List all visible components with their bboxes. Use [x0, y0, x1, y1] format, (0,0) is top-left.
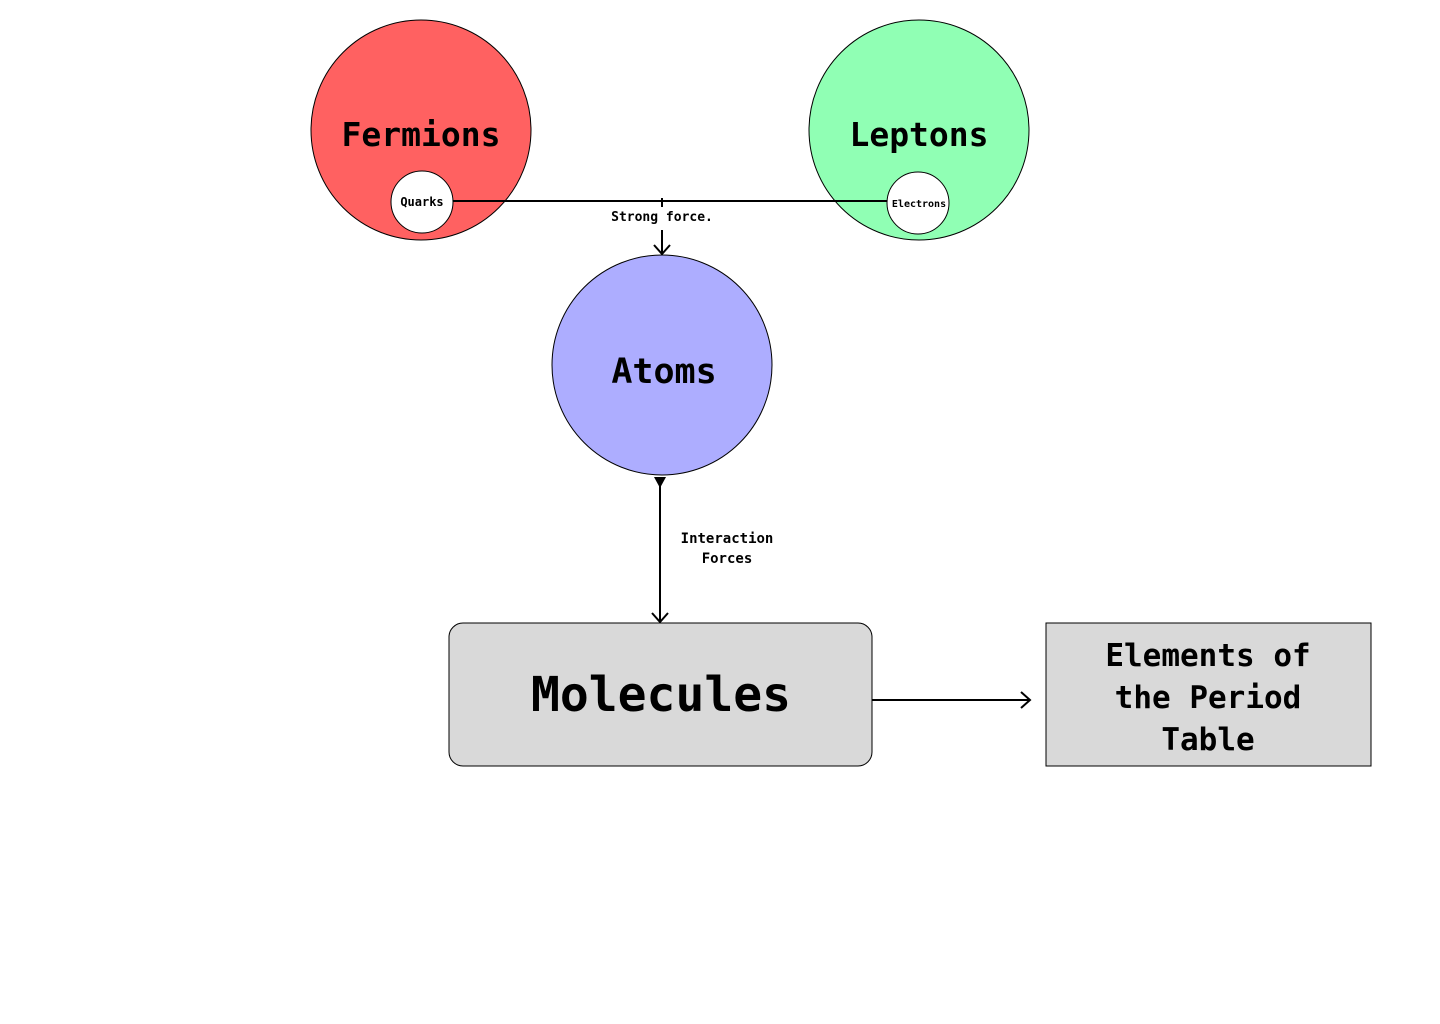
leptons-label: Leptons — [849, 115, 988, 154]
molecules-label: Molecules — [531, 667, 791, 723]
electrons-label: Electrons — [892, 199, 946, 210]
interaction-arrowhead — [651, 612, 669, 624]
interaction-label-line1: Interaction — [681, 531, 774, 547]
molecules-node — [448, 622, 873, 767]
elements-label-line3: Table — [1161, 722, 1254, 758]
electrons-node — [886, 171, 950, 235]
molecules-elements-arrowhead — [1020, 691, 1032, 709]
strong-force-arrowhead — [653, 244, 671, 256]
interaction-label-line2: Forces — [702, 551, 753, 567]
strong-force-label: Strong force. — [611, 210, 713, 225]
quarks-node — [390, 170, 454, 234]
atoms-label: Atoms — [611, 352, 716, 392]
elements-label-line1: Elements of — [1105, 638, 1310, 674]
atoms-node — [551, 254, 773, 476]
fermions-label: Fermions — [342, 115, 501, 154]
elements-node — [1045, 622, 1372, 767]
fermions-node — [310, 19, 532, 241]
leptons-node — [808, 19, 1030, 241]
quarks-label: Quarks — [400, 195, 443, 209]
elements-label-line2: the Period — [1115, 680, 1302, 716]
